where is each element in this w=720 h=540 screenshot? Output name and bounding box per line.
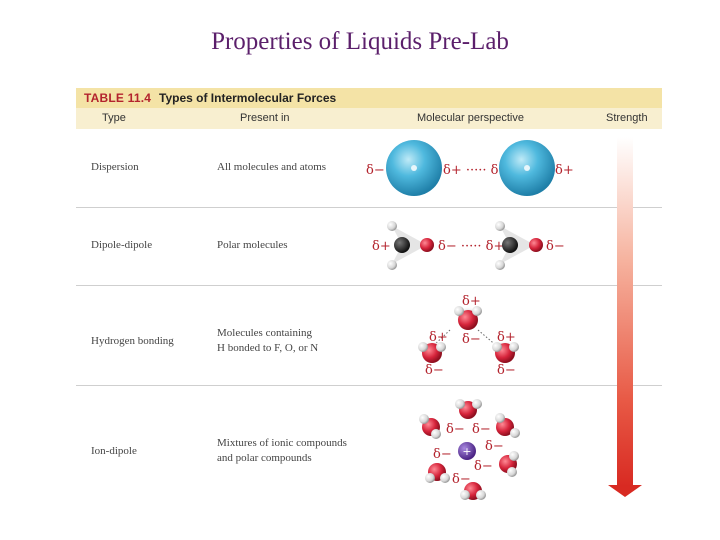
delta-minus-label: δ−: [546, 239, 565, 254]
delta-minus-label: δ−: [366, 163, 385, 178]
dipole-illustration: δ+ δ− ····· δ+ δ−: [372, 221, 565, 270]
delta-plus-label: δ+: [462, 294, 481, 309]
row-divider: [76, 207, 662, 208]
page-title: Properties of Liquids Pre-Lab: [211, 28, 509, 55]
delta-minus-label: δ−: [433, 447, 452, 462]
hydrogen-bond-illustration: δ+ δ+ δ− δ+ δ− δ−: [418, 294, 519, 378]
row-type-dipole: Dipole-dipole: [91, 239, 153, 251]
delta-minus-label: δ−: [446, 422, 465, 437]
delta-minus-label: δ−: [474, 459, 493, 474]
column-header-row: Type Present in Molecular perspective St…: [76, 108, 662, 129]
cation-charge-label: +: [462, 445, 471, 458]
delta-minus-label: δ−: [472, 422, 491, 437]
ion-dipole-illustration: δ− δ− δ− δ− δ− δ− +: [419, 399, 520, 500]
delta-minus-label: δ−: [485, 439, 504, 454]
column-header-present-in: Present in: [240, 112, 290, 124]
row-divider: [76, 385, 662, 386]
row-present-dispersion: All molecules and atoms: [217, 161, 327, 173]
table-caption: Types of Intermolecular Forces: [159, 91, 337, 105]
dipole-middle-label: δ− ····· δ+: [438, 239, 504, 254]
row-present-ion-2: and polar compounds: [217, 452, 312, 464]
strength-arrow-head: [608, 485, 642, 497]
row-type-hydrogen: Hydrogen bonding: [91, 335, 174, 347]
delta-minus-label: δ−: [452, 472, 471, 487]
delta-plus-label: δ+: [555, 163, 574, 178]
row-present-ion-1: Mixtures of ionic compounds: [217, 437, 347, 449]
table-header: TABLE 11.4 Types of Intermolecular Force…: [76, 88, 662, 108]
dispersion-illustration: δ− δ+ ····· δ− δ+: [366, 140, 574, 196]
row-type-dispersion: Dispersion: [91, 161, 139, 173]
cation-sphere: [458, 442, 476, 460]
strength-arrow-shaft: [617, 137, 633, 487]
row-present-hydrogen-1: Molecules containing: [217, 327, 313, 339]
column-header-strength: Strength: [606, 112, 648, 124]
dispersion-middle-label: δ+ ····· δ−: [443, 163, 509, 178]
row-present-dipole: Polar molecules: [217, 239, 288, 251]
delta-minus-label: δ−: [462, 332, 481, 347]
table-number: TABLE 11.4: [84, 91, 152, 105]
row-type-ion-dipole: Ion-dipole: [91, 445, 137, 457]
delta-plus-label: δ+: [372, 239, 391, 254]
column-header-type: Type: [102, 112, 126, 124]
column-header-perspective: Molecular perspective: [417, 112, 524, 124]
row-present-hydrogen-2: H bonded to F, O, or N: [217, 342, 319, 354]
row-divider: [76, 285, 662, 286]
delta-minus-label: δ−: [425, 363, 444, 378]
delta-minus-label: δ−: [497, 363, 516, 378]
